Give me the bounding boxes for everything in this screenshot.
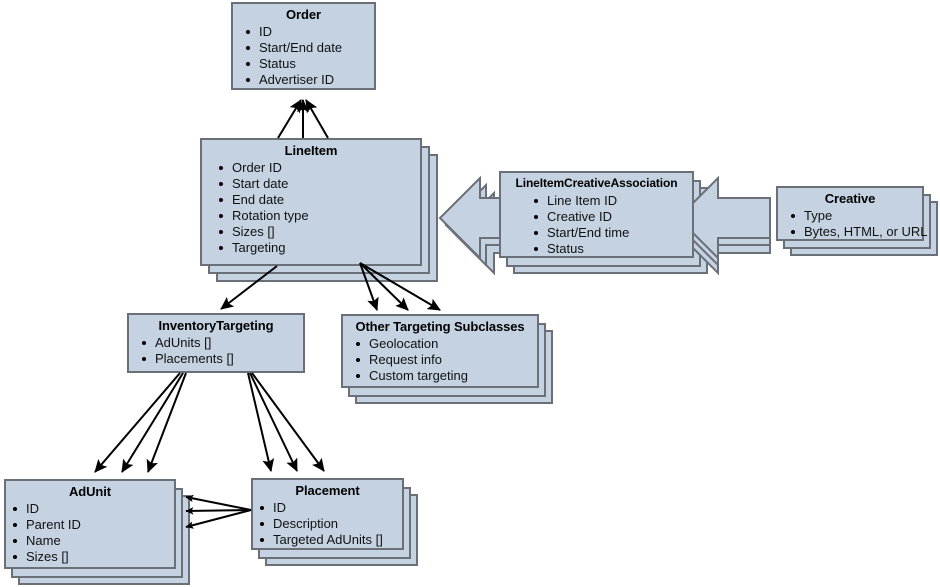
class-node-lica-attributes: Line Item ID Creative ID Start/End time … [501,193,692,260]
class-node-lineitem[interactable]: LineItem Order ID Start date End date Ro… [200,138,422,266]
attribute-item: Placements [] [139,351,299,367]
class-node-order-title: Order [286,7,321,22]
attribute-item: Sizes [] [10,549,170,565]
attribute-item: Bytes, HTML, or URL [788,224,928,240]
class-node-inventorytargeting-title: InventoryTargeting [158,318,274,333]
connector-inventorytargeting-to-placement [247,372,325,472]
attribute-item: End date [216,192,416,208]
class-node-creative-attributes: Type Bytes, HTML, or URL [778,208,928,243]
attribute-item: ID [243,24,370,40]
attribute-item: Targeting [216,240,416,256]
class-node-adunit-title: AdUnit [69,484,111,499]
attribute-item: Advertiser ID [243,72,370,88]
class-node-adunit-attributes: ID Parent ID Name Sizes [] [6,501,174,568]
class-node-creative-title: Creative [824,191,876,206]
attribute-item: Status [243,56,370,72]
class-node-order-attributes: ID Start/End date Status Advertiser ID [233,24,374,91]
attribute-item: Start date [216,176,416,192]
class-node-lineitemcreativeassociation[interactable]: LineItemCreativeAssociation Line Item ID… [499,171,694,258]
attribute-item: Start/End date [243,40,370,56]
attribute-item: Description [257,516,398,532]
attribute-item: Request info [353,352,533,368]
attribute-item: Parent ID [10,517,170,533]
attribute-item: Start/End time [531,225,688,241]
attribute-item: Rotation type [216,208,416,224]
connector-inventorytargeting-to-adunit [94,372,187,473]
class-node-othertargeting[interactable]: Other Targeting Subclasses Geolocation R… [341,314,539,388]
class-node-othertargeting-title: Other Targeting Subclasses [355,319,525,334]
attribute-item: ID [10,501,170,517]
attribute-item: Line Item ID [531,193,688,209]
attribute-item: Custom targeting [353,368,533,384]
class-node-creative[interactable]: Creative Type Bytes, HTML, or URL [776,186,928,243]
attribute-item: Name [10,533,170,549]
connector-lineitem-to-order [277,99,329,139]
attribute-item: Sizes [] [216,224,416,240]
attribute-item: Targeted AdUnits [] [257,532,398,548]
class-node-placement[interactable]: Placement ID Description Targeted AdUnit… [251,478,404,550]
attribute-item: Geolocation [353,336,533,352]
class-node-othertargeting-attributes: Geolocation Request info Custom targetin… [343,336,537,387]
attribute-item: AdUnits [] [139,335,299,351]
class-node-lica-title: LineItemCreativeAssociation [515,176,678,190]
association-arrow-right [676,168,781,283]
attribute-item: Type [788,208,918,224]
attribute-item: Creative ID [531,209,688,225]
class-node-placement-attributes: ID Description Targeted AdUnits [] [253,500,402,551]
class-node-placement-title: Placement [295,483,360,498]
class-node-inventorytargeting[interactable]: InventoryTargeting AdUnits [] Placements… [127,313,305,373]
class-node-lineitem-attributes: Order ID Start date End date Rotation ty… [202,160,420,259]
attribute-item: Order ID [216,160,416,176]
class-node-lineitem-title: LineItem [284,143,338,158]
class-node-inventorytargeting-attributes: AdUnits [] Placements [] [129,335,303,370]
attribute-item: Status [531,241,688,257]
class-node-adunit[interactable]: AdUnit ID Parent ID Name Sizes [] [4,479,176,569]
connector-placement-to-adunit [185,494,252,529]
class-node-order[interactable]: Order ID Start/End date Status Advertise… [231,2,376,90]
attribute-item: ID [257,500,398,516]
